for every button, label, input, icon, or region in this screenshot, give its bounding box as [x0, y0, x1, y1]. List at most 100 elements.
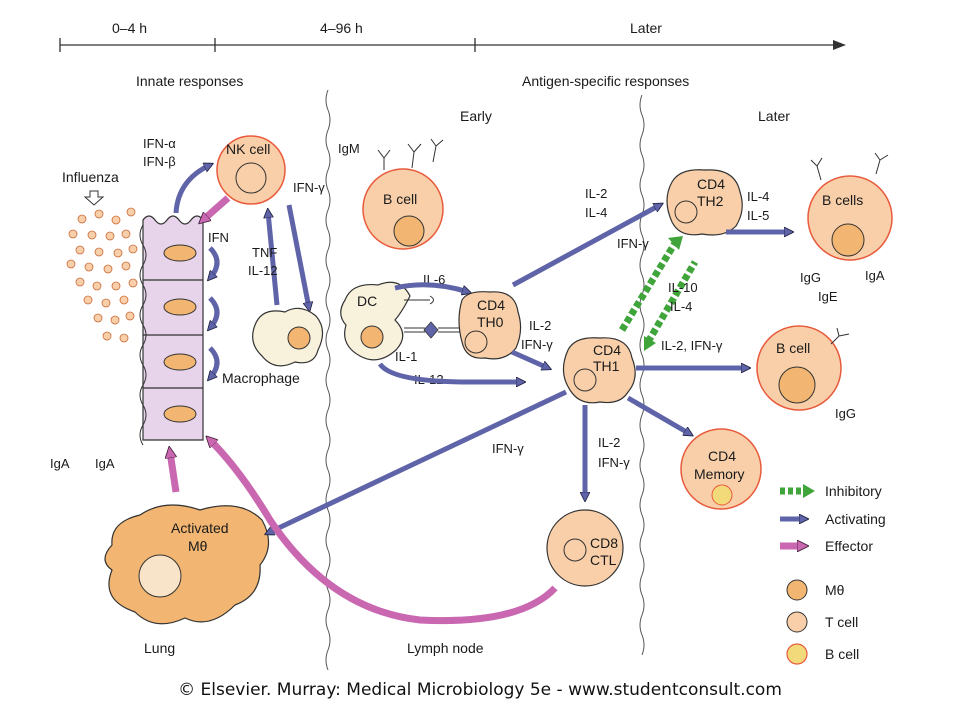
il2-ctl-label: IL-2 — [598, 435, 620, 450]
timeline-arrowhead — [833, 40, 846, 50]
il2-th0-label: IL-2 — [529, 318, 551, 333]
lung-epithelium — [139, 215, 204, 446]
cd4-th0-label-1: CD4 — [477, 297, 505, 313]
legend-macrophage: Mθ — [786, 579, 845, 601]
legend-effector: Effector — [780, 538, 873, 554]
timeline-tick-4-96h: 4–96 h — [320, 20, 363, 36]
il4-th2-label: IL-4 — [747, 189, 769, 204]
ige-label: IgE — [818, 289, 838, 304]
cd8-ctl-label-1: CD8 — [590, 535, 618, 551]
macrophage: Macrophage — [222, 307, 324, 386]
macrophage-swatch-icon — [786, 579, 808, 601]
arrow-nk-to-macrophage — [286, 204, 309, 308]
il10-label: IL-10 — [668, 280, 698, 295]
arrow-th1-to-memory — [626, 395, 690, 434]
ifn-gamma-th0-label: IFN-γ — [521, 337, 553, 352]
arrow-macrophage-to-nk — [268, 212, 280, 306]
inhibitory-arrow-icon — [803, 484, 815, 498]
arrow-th1-to-activated-macrophage — [268, 389, 568, 533]
arrow-th0-to-th2 — [511, 205, 660, 288]
section-later-title: Later — [758, 108, 790, 124]
mhc-peptide-icon — [423, 321, 439, 339]
arrow-nk-effector — [203, 195, 231, 220]
svg-text:Inhibitory: Inhibitory — [825, 483, 882, 499]
b-cell-early: B cell — [362, 138, 444, 250]
antibody-icon — [830, 327, 850, 345]
arrow-activated-macrophage-effector — [170, 452, 180, 493]
svg-text:Mθ: Mθ — [825, 582, 845, 598]
activated-macrophage-label-1: Activated — [171, 520, 229, 536]
arrow-dc-il6 — [394, 282, 468, 292]
cd4-th0-cell: CD4 TH0 — [458, 291, 522, 360]
influenza-arrow-icon — [83, 190, 105, 206]
t-cell-swatch-icon — [786, 611, 808, 633]
cd4-th1-label-1: CD4 — [593, 342, 621, 358]
cd4-th2-label-1: CD4 — [697, 176, 725, 192]
cd4-th2-cell: CD4 TH2 — [666, 169, 743, 236]
legend-inhibitory: Inhibitory — [780, 483, 882, 499]
il4-th2-path-label: IL-4 — [585, 205, 607, 220]
iga-th2-label: IgA — [865, 268, 885, 283]
timeline-tick-0-4h: 0–4 h — [112, 20, 147, 36]
arrow-epithelium-to-nk — [173, 165, 210, 214]
timeline-tick-later: Later — [630, 20, 662, 36]
il4-inhib-label: IL-4 — [670, 299, 692, 314]
svg-text:Effector: Effector — [825, 538, 873, 554]
ifn-gamma-macrophage-label: IFN-γ — [492, 441, 524, 456]
ifn-gamma-ctl-label: IFN-γ — [598, 455, 630, 470]
antibody-icon — [810, 152, 889, 181]
activated-macrophage-label-2: Mθ — [188, 538, 208, 554]
antibody-icon — [377, 138, 444, 170]
legend: Inhibitory Activating Effector Mθ T cell… — [780, 483, 886, 665]
iga-label-1: IgA — [50, 456, 70, 471]
ifn-beta-label: IFN-β — [143, 154, 176, 169]
influenza-label: Influenza — [62, 169, 119, 185]
ifn-label: IFN — [208, 230, 229, 245]
b-cells-later-label: B cells — [822, 192, 863, 208]
receptor-icon — [404, 295, 434, 305]
tnf-label: TNF — [252, 245, 277, 260]
nk-cell-label: NK cell — [226, 141, 270, 157]
legend-b-cell: B cell — [786, 643, 859, 665]
cd4-th1-cell: CD4 TH1 — [562, 337, 636, 404]
arrow-th0-to-th1 — [510, 349, 548, 368]
ifn-gamma-nk-label: IFN-γ — [293, 180, 325, 195]
lung-label: Lung — [144, 640, 175, 656]
cd4-th2-label-2: TH2 — [697, 193, 724, 209]
arrow-ctl-effector — [210, 440, 558, 625]
inhibitory-arrows — [619, 241, 699, 344]
nk-cell: NK cell — [216, 135, 286, 205]
il2-th2-path-label: IL-2 — [585, 186, 607, 201]
legend-t-cell: T cell — [786, 611, 858, 633]
il2-ifng-label: IL-2, IFN-γ — [661, 338, 723, 353]
lymph-node-label: Lymph node — [407, 640, 484, 656]
iga-label-2: IgA — [95, 456, 115, 471]
inhibitory-head-up — [668, 236, 683, 250]
cd4-memory-cell: CD4 Memory — [680, 428, 762, 510]
b-cell-swatch-icon — [786, 643, 808, 665]
cd4-memory-label-1: CD4 — [708, 448, 736, 464]
dc-label: DC — [357, 293, 377, 309]
timeline: 0–4 h 4–96 h Later — [59, 20, 846, 52]
ifn-curved-arrows — [210, 246, 220, 378]
divider-early-later — [639, 94, 645, 656]
section-early-title: Early — [460, 108, 492, 124]
ifn-gamma-inhib-label: IFN-γ — [617, 236, 649, 251]
legend-activating: Activating — [780, 511, 886, 527]
b-cell-later-label: B cell — [776, 340, 810, 356]
activated-macrophage: Activated Mθ — [104, 504, 270, 625]
cd8-ctl-label-2: CTL — [590, 552, 617, 568]
b-cells-later: B cells — [807, 152, 893, 261]
arrow-dc-il12 — [377, 362, 522, 382]
b-cell-later: B cell — [756, 325, 850, 411]
igg-th1-label: IgG — [835, 406, 856, 421]
svg-text:B cell: B cell — [825, 646, 859, 662]
b-cell-early-label: B cell — [383, 191, 417, 207]
section-innate-title: Innate responses — [136, 73, 243, 89]
igm-label: IgM — [338, 141, 360, 156]
il12-label: IL-12 — [248, 263, 278, 278]
cd4-th1-label-2: TH1 — [593, 358, 620, 374]
cd4-th0-label-2: TH0 — [477, 314, 504, 330]
copyright-footer: © Elsevier. Murray: Medical Microbiology… — [178, 680, 782, 700]
